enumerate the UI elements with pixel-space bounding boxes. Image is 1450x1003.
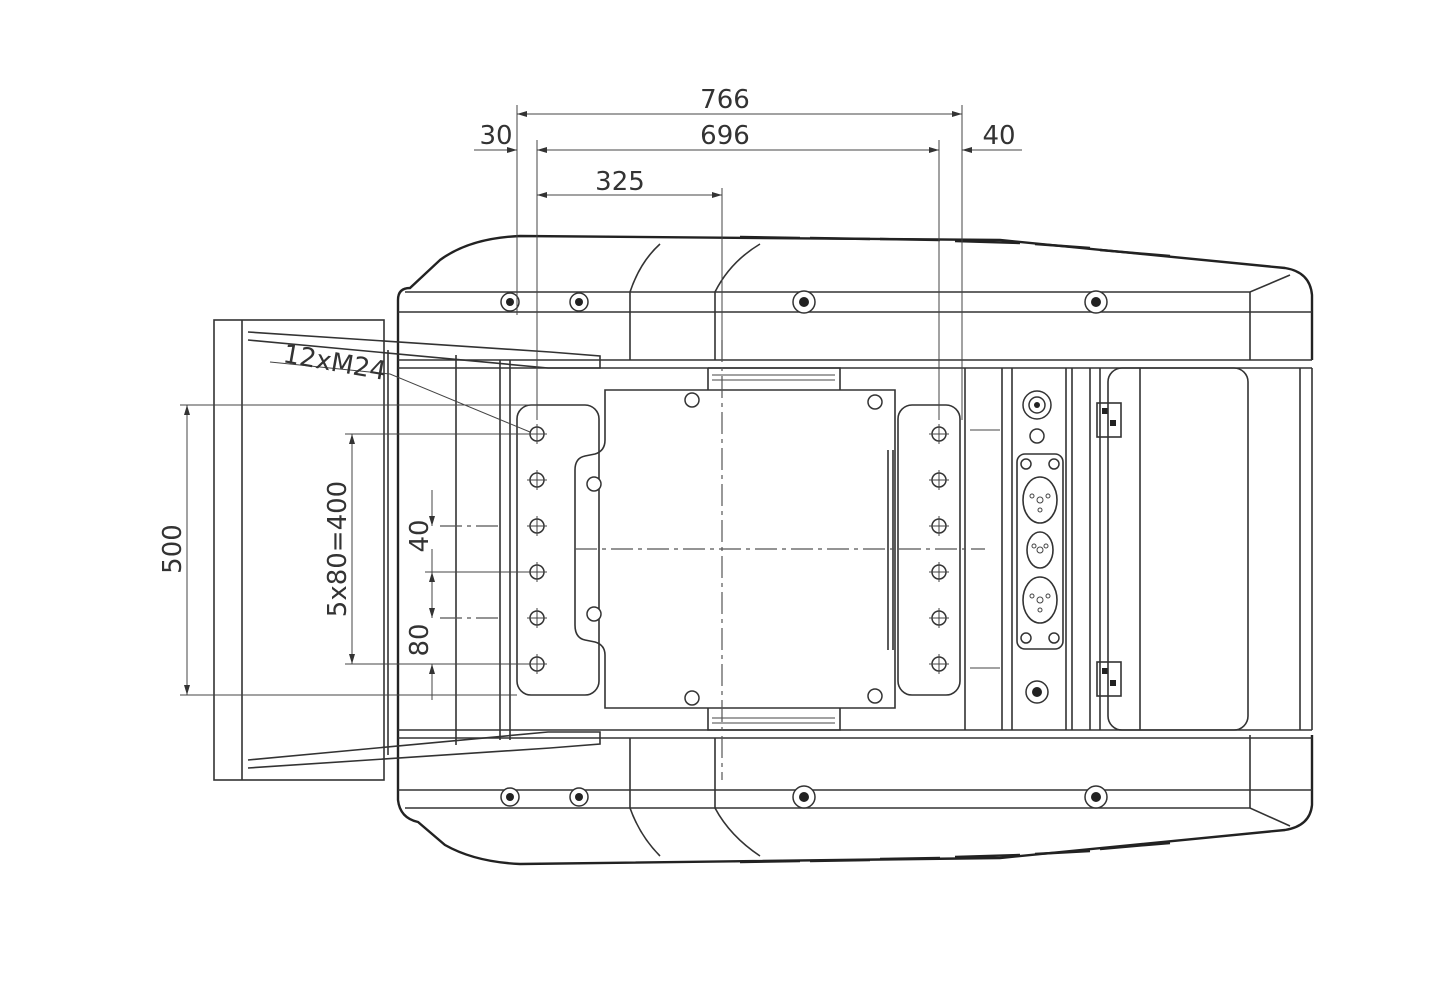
- center-lines: [440, 340, 985, 780]
- dim-696: 696: [700, 121, 750, 151]
- dim-hole-pattern: 5x80=400: [323, 481, 353, 617]
- body-outline: [396, 234, 1314, 866]
- rail-bolts: [500, 290, 1108, 809]
- dim-500: 500: [158, 524, 188, 574]
- left-hole-plate: [516, 404, 600, 696]
- dim-325: 325: [595, 167, 645, 197]
- dim-40-top: 40: [982, 121, 1015, 151]
- dimension-lines: [180, 105, 1022, 700]
- dim-30: 30: [479, 121, 512, 151]
- dim-pitch-40: 40: [405, 519, 435, 552]
- holes: [527, 424, 949, 674]
- dim-pitch-80: 80: [405, 623, 435, 656]
- connector-panel: [964, 367, 1249, 731]
- center-plate: [574, 367, 896, 731]
- dim-766: 766: [700, 85, 750, 115]
- right-hole-plate: [897, 404, 961, 696]
- hole-callout: 12xM24: [281, 339, 389, 387]
